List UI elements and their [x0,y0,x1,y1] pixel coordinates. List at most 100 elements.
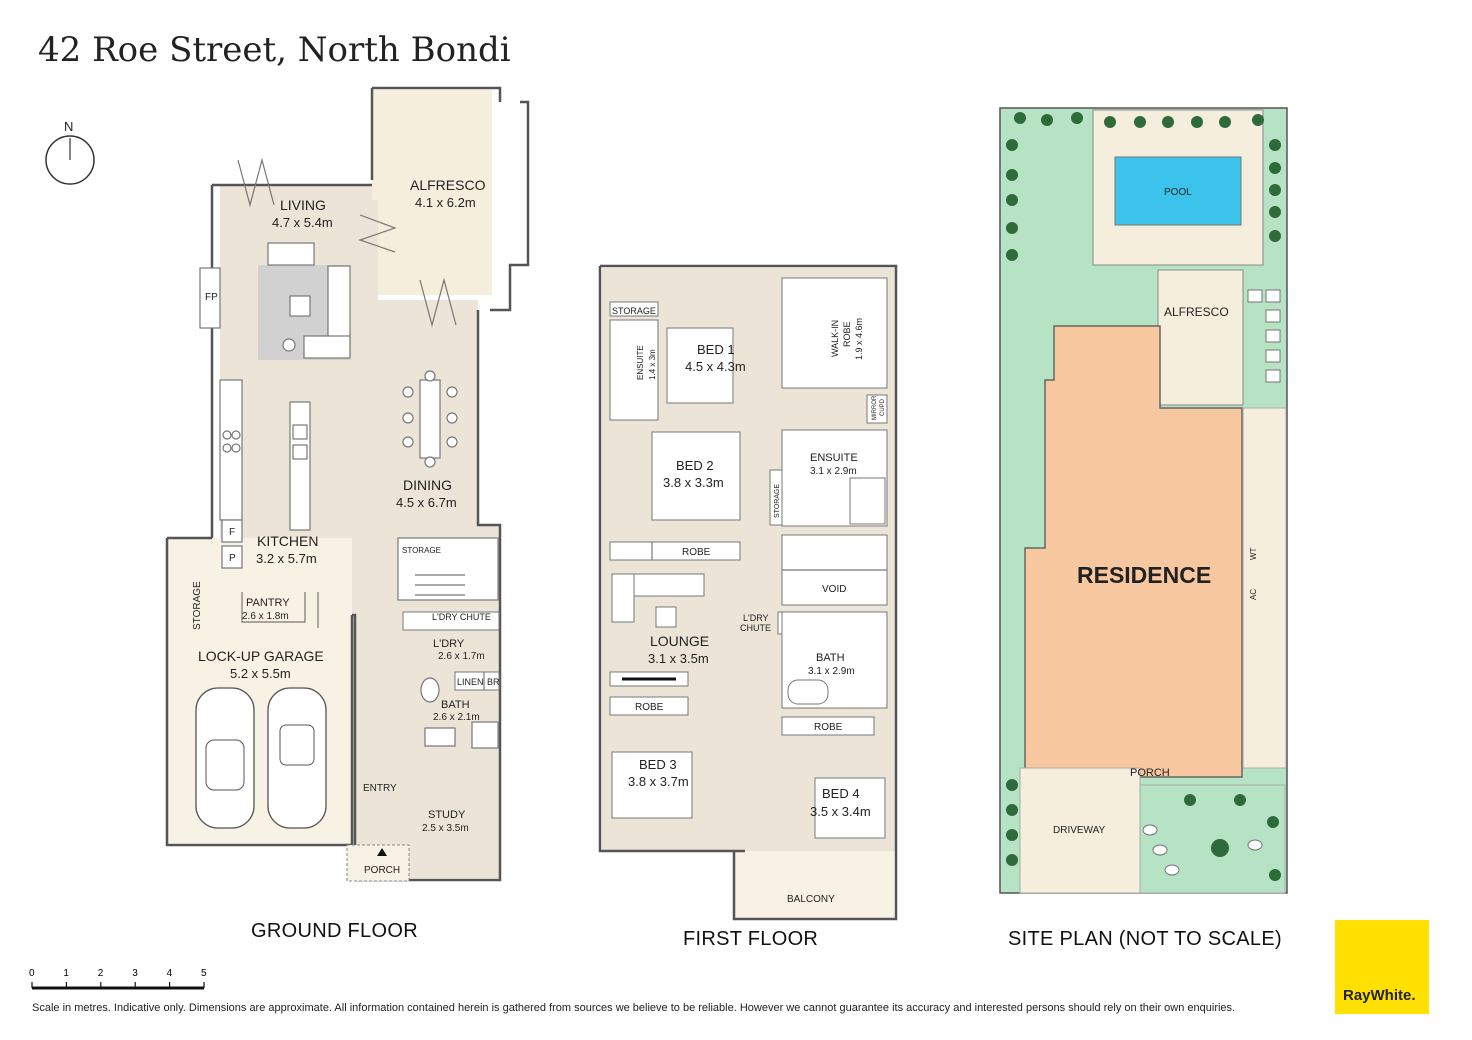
scale-tick-label: 4 [167,968,173,979]
car-left [195,687,255,829]
shower [471,721,499,749]
svg-text:3.8 x 3.3m: 3.8 x 3.3m [663,475,724,490]
bed-3 [611,751,693,819]
robe-bed-2 [609,541,741,561]
svg-text:L'DRY: L'DRY [433,638,465,650]
robe-bed-4 [781,716,875,736]
svg-text:2.6 x 2.1m: 2.6 x 2.1m [433,712,480,723]
compass: N [45,119,95,185]
svg-text:4.1 x 6.2m: 4.1 x 6.2m [415,195,476,210]
svg-text:POOL: POOL [1164,187,1192,198]
svg-text:CHUTE: CHUTE [740,623,771,633]
toilet [420,677,440,703]
svg-text:ENSUITE: ENSUITE [810,452,858,464]
svg-text:PANTRY: PANTRY [246,597,290,609]
svg-text:VOID: VOID [822,584,846,595]
side-table [282,338,296,352]
svg-text:ALFRESCO: ALFRESCO [1164,305,1229,319]
laundry-chute-bench [402,611,500,631]
fireplace [199,267,221,329]
svg-text:STORAGE: STORAGE [192,581,203,630]
site-alfresco [1157,269,1244,406]
svg-text:ENSUITE: ENSUITE [636,345,645,380]
svg-text:5.2 x 5.5m: 5.2 x 5.5m [230,666,291,681]
svg-text:MIRROR: MIRROR [872,395,878,420]
svg-text:LINEN: LINEN [457,677,484,687]
svg-text:ROBE: ROBE [842,321,852,347]
mirror-cupboard [866,394,888,424]
scale-tick-label: 1 [63,968,69,979]
coffee-table [289,295,311,317]
svg-text:WALK-IN: WALK-IN [830,320,840,357]
svg-text:L'DRY: L'DRY [743,613,769,623]
svg-text:STORAGE: STORAGE [774,484,781,518]
svg-text:DINING: DINING [403,477,452,493]
svg-text:ROBE: ROBE [635,702,664,713]
brand-name: RayWhite. [1343,987,1416,1004]
svg-text:BR: BR [487,677,500,687]
linen-cupboard [454,671,500,691]
svg-text:3.5 x 3.4m: 3.5 x 3.4m [810,804,871,819]
svg-text:KITCHEN: KITCHEN [257,533,318,549]
first-floor-plan: STORAGE ENSUITE 1.4 x 3m BED 1 4.5 x 4.3… [598,264,898,921]
svg-text:1.4 x 3m: 1.4 x 3m [648,349,657,380]
svg-text:BALCONY: BALCONY [787,894,835,905]
svg-text:RESIDENCE: RESIDENCE [1077,562,1211,588]
svg-text:2.6 x 1.7m: 2.6 x 1.7m [438,651,485,662]
compass-north-label: N [64,119,73,134]
svg-text:4.7 x 5.4m: 4.7 x 5.4m [272,215,333,230]
ground-floor-caption: GROUND FLOOR [251,920,418,942]
svg-text:3.2 x 5.7m: 3.2 x 5.7m [256,551,317,566]
svg-text:1.9 x 4.6m: 1.9 x 4.6m [854,318,864,360]
porch [346,844,410,882]
folding-door [237,157,275,208]
svg-text:L'DRY CHUTE: L'DRY CHUTE [432,612,491,622]
site-plan: POOL ALFRESCO RESIDENCE WT AC PORCH DRIV… [999,107,1288,894]
svg-text:BATH: BATH [441,699,470,711]
dining-table [419,379,441,459]
svg-text:DRIVEWAY: DRIVEWAY [1053,825,1106,836]
svg-text:ALFRESCO: ALFRESCO [410,177,486,193]
balcony-area [734,851,894,919]
svg-text:2.5 x 3.5m: 2.5 x 3.5m [422,823,469,834]
svg-text:LIVING: LIVING [280,197,326,213]
bed-4 [814,777,886,839]
car-right [267,687,327,829]
kitchen-island [289,401,311,531]
svg-text:ENTRY: ENTRY [363,783,397,794]
svg-text:CUPD: CUPD [880,398,886,416]
storage-box [609,301,659,317]
page-title: 42 Roe Street, North Bondi [38,30,511,70]
bed-1 [666,327,734,404]
alfresco-area [372,90,492,295]
armchair [267,242,315,266]
svg-text:PORCH: PORCH [1130,767,1170,779]
storage-vertical [769,469,783,526]
svg-text:STORAGE: STORAGE [612,306,656,316]
driveway [1019,767,1141,894]
svg-text:P: P [229,553,236,564]
svg-text:4.5 x 4.3m: 4.5 x 4.3m [685,359,746,374]
stairs [397,537,499,601]
bed-2 [651,431,741,521]
ensuite-small [609,319,659,421]
svg-text:WT: WT [1249,547,1258,560]
fridge [221,519,243,543]
raywhite-logo: RayWhite. [1335,920,1429,1014]
svg-text:PORCH: PORCH [364,865,400,876]
svg-text:3.8 x 3.7m: 3.8 x 3.7m [628,774,689,789]
svg-text:LOCK-UP GARAGE: LOCK-UP GARAGE [198,648,324,664]
svg-text:STORAGE: STORAGE [402,546,441,555]
scale-tick-label: 5 [201,968,207,979]
vanity [424,727,456,747]
svg-text:BED 2: BED 2 [676,458,714,473]
svg-text:STUDY: STUDY [428,809,466,821]
scale-tick-label: 3 [132,968,138,979]
svg-text:BED 1: BED 1 [697,342,735,357]
stepping-stones [1142,289,1281,876]
svg-text:AC: AC [1249,589,1258,600]
scale-tick-label: 2 [98,968,104,979]
svg-text:4.5 x 6.7m: 4.5 x 6.7m [396,495,457,510]
